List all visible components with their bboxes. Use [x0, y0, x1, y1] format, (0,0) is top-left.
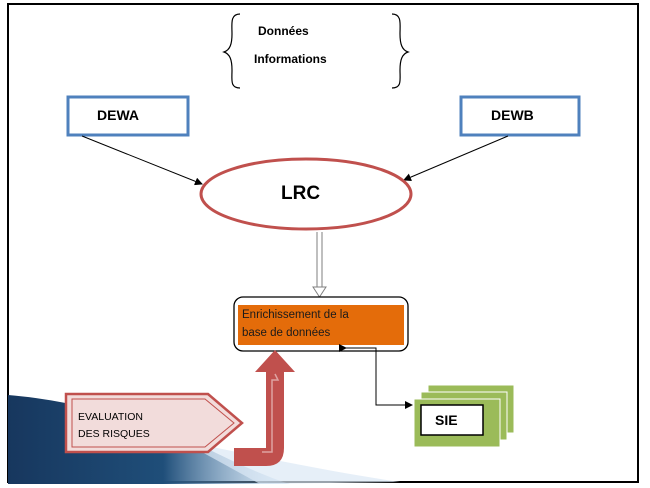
risk-arrow: [234, 350, 295, 466]
risk-label-line1: EVALUATION: [78, 411, 143, 423]
lrc-ellipse: [199, 157, 413, 231]
process-box: [238, 305, 404, 345]
dewb-label: DEWB: [491, 107, 534, 123]
process-label-line1: Enrichissement de la: [242, 309, 349, 321]
info-line-donnees: Données: [258, 24, 309, 38]
risk-arrow-highlight: [262, 373, 280, 453]
dewa-label: DEWA: [97, 107, 139, 123]
arrow-dewb-to-lrc: [403, 135, 509, 181]
arrow-process-sie: [339, 344, 413, 409]
dewa-box: [66, 95, 190, 137]
info-line-informations: Informations: [254, 52, 327, 66]
arrow-lrc-head: [312, 286, 327, 298]
risk-box-inner: [71, 398, 235, 448]
decorative-swoosh-light: [180, 440, 400, 484]
right-brace-icon: [391, 13, 410, 89]
sie-label-box: [420, 404, 484, 436]
left-brace-icon: [222, 13, 241, 89]
lrc-label: LRC: [281, 183, 321, 204]
process-label-line2: base de données: [242, 327, 331, 339]
arrow-dewa-to-lrc: [81, 135, 203, 186]
risk-label-line2: DES RISQUES: [78, 428, 150, 440]
dewb-box: [459, 95, 581, 137]
risk-box: [64, 392, 244, 454]
sie-label: SIE: [435, 412, 458, 428]
